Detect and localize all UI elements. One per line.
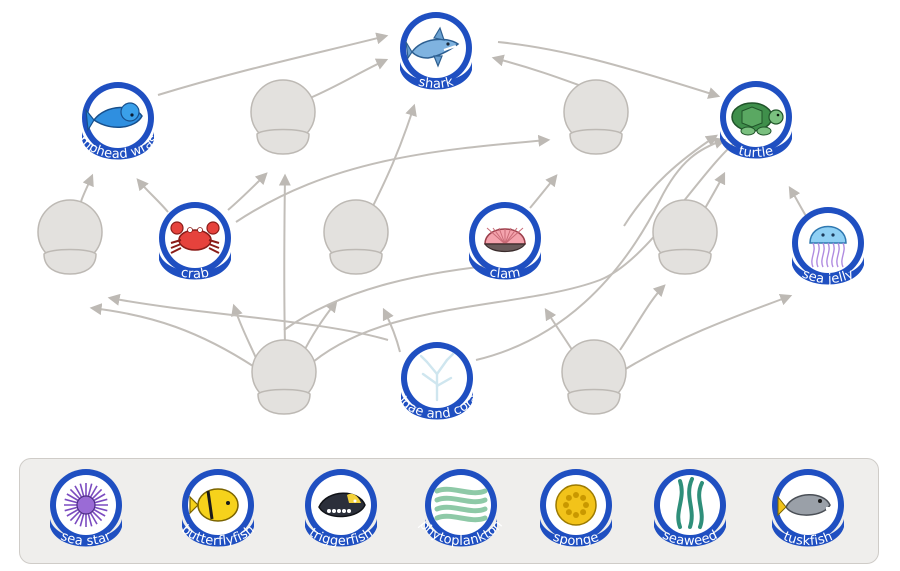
node-label: sponge (551, 530, 601, 549)
node-label: shark (417, 75, 456, 93)
food-arrow (235, 134, 551, 223)
food-arrow (305, 136, 742, 369)
node-algae-and-coral[interactable]: algae and coral (395, 342, 482, 422)
food-arrow (89, 303, 263, 373)
food-arrow (157, 32, 389, 96)
food-arrow (369, 103, 417, 213)
food-arrow (107, 293, 389, 341)
tray-triggerfish[interactable]: triggerfish (301, 469, 381, 549)
nodes-layer: shark humphead wrasse turtle crab clam s… (37, 12, 868, 549)
node-label: triggerfish (306, 525, 376, 549)
node-label: sea jelly (800, 267, 857, 288)
phytoplankton-icon (434, 486, 488, 523)
node-label: seaweed (660, 528, 720, 549)
empty-slot-4[interactable] (323, 199, 389, 275)
crab-icon (170, 221, 220, 254)
empty-slot-2[interactable] (563, 79, 629, 155)
humphead-wrasse-icon (85, 102, 143, 132)
node-label: clam (488, 265, 521, 282)
food-arrow (703, 171, 726, 211)
food-arrow (278, 173, 291, 346)
node-humphead-wrasse[interactable]: humphead wrasse (76, 82, 162, 162)
node-label: sea star (58, 529, 114, 549)
arrows-layer (77, 32, 807, 373)
shark-icon (405, 26, 460, 68)
tray-sea-star[interactable]: sea star (46, 469, 126, 549)
seaweed-icon (676, 477, 704, 529)
sponge-icon (555, 484, 597, 526)
triggerfish-icon (318, 492, 366, 518)
butterflyfish-icon (189, 488, 239, 522)
sea-star-icon (64, 483, 108, 527)
node-label: turtle (737, 144, 775, 161)
turtle-icon (731, 102, 784, 136)
node-crab[interactable]: crab (155, 202, 235, 282)
food-arrow (382, 307, 401, 353)
food-arrow (231, 303, 257, 359)
node-label: tuskfish (781, 529, 835, 549)
tray-tuskfish[interactable]: tuskfish (768, 469, 848, 549)
food-arrow (309, 58, 389, 99)
food-arrow (788, 185, 807, 217)
food-arrow (497, 41, 721, 99)
food-arrow (227, 172, 268, 211)
food-arrow (623, 134, 718, 227)
node-label: crab (180, 265, 211, 282)
empty-slot-7[interactable] (561, 339, 627, 415)
food-arrow (619, 284, 666, 351)
food-arrow (475, 137, 727, 361)
food-arrow (136, 178, 169, 213)
tray-seaweed[interactable]: seaweed (650, 469, 730, 549)
empty-slot-5[interactable] (652, 199, 718, 275)
tray-butterflyfish[interactable]: butterflyfish (178, 469, 258, 549)
empty-slot-6[interactable] (251, 339, 317, 415)
node-turtle[interactable]: turtle (716, 81, 796, 161)
clam-icon (483, 227, 527, 253)
algae-coral-icon (419, 352, 455, 402)
empty-slot-3[interactable] (37, 199, 103, 275)
sea-jelly-icon (809, 225, 847, 268)
food-arrow (623, 293, 793, 371)
tray-sponge[interactable]: sponge (536, 469, 616, 549)
tuskfish-icon (777, 494, 831, 517)
food-arrow (529, 174, 558, 209)
node-sea-jelly[interactable]: sea jelly (788, 207, 868, 287)
empty-slot-1[interactable] (250, 79, 316, 155)
node-clam[interactable]: clam (465, 202, 545, 282)
node-shark[interactable]: shark (396, 12, 476, 92)
tray-phytoplankton[interactable]: phytoplankton (416, 469, 506, 549)
